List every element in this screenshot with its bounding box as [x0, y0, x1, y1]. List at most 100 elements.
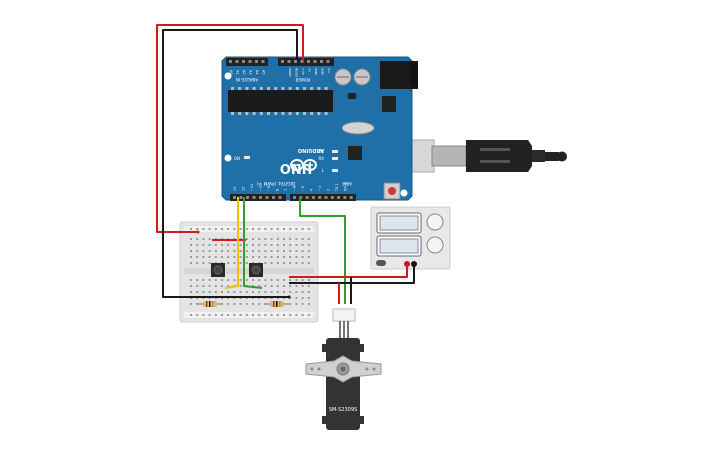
header-pin[interactable] — [324, 196, 328, 199]
header-pin[interactable] — [281, 60, 284, 63]
header-pin[interactable] — [248, 60, 252, 63]
breadboard-hole — [252, 303, 254, 305]
chip-legs — [231, 87, 328, 115]
chip-leg — [288, 112, 292, 115]
breadboard-hole — [264, 291, 267, 293]
breadboard-hole — [301, 262, 304, 264]
power-header[interactable] — [278, 58, 334, 66]
resistor-1[interactable] — [196, 301, 222, 307]
current-knob[interactable] — [426, 236, 444, 254]
header-pin[interactable] — [239, 196, 243, 199]
resistor-2[interactable] — [264, 301, 290, 307]
wire-signal-yellow[interactable] — [224, 197, 239, 289]
breadboard-hole — [239, 250, 242, 252]
header-pin[interactable] — [337, 196, 341, 199]
breadboard-hole — [307, 314, 310, 316]
servo-connector[interactable] — [332, 308, 356, 322]
header-pin[interactable] — [252, 196, 256, 199]
chip-leg — [310, 87, 314, 90]
breadboard-hole — [289, 303, 292, 305]
header-pin[interactable] — [261, 60, 265, 63]
chip-leg — [267, 87, 270, 90]
breadboard-hole — [239, 244, 242, 246]
header-pin[interactable] — [259, 196, 262, 199]
wire-psu-positive[interactable] — [289, 264, 408, 278]
chip-leg — [281, 112, 285, 115]
breadboard-hole — [301, 238, 304, 240]
breadboard-hole — [270, 244, 273, 246]
header-pin[interactable] — [272, 196, 275, 199]
chip-leg — [238, 112, 242, 115]
breadboard-hole — [190, 228, 192, 230]
digital-header-left[interactable] — [230, 194, 286, 201]
header-pin[interactable] — [326, 60, 330, 63]
breadboard-hole — [264, 244, 267, 246]
breadboard-hole — [239, 291, 242, 293]
header-pin[interactable] — [265, 196, 269, 199]
breadboard-hole — [264, 262, 267, 264]
digital-pin-label: ~9 — [267, 186, 271, 191]
breadboard-hole — [214, 285, 217, 287]
header-pin[interactable] — [294, 60, 297, 63]
breadboard-hole — [214, 314, 217, 316]
breadboard-hole — [283, 238, 285, 240]
power-supply[interactable] — [370, 206, 451, 270]
breadboard-hole — [307, 303, 310, 305]
wire-servo-signal[interactable] — [299, 197, 346, 304]
wire-5v[interactable] — [156, 24, 304, 233]
header-pin[interactable] — [313, 60, 317, 63]
breadboard-hole — [190, 238, 192, 240]
header-pin[interactable] — [293, 196, 296, 199]
wire-psu-negative[interactable] — [289, 264, 415, 284]
breadboard-hole — [202, 238, 205, 240]
breadboard-hole — [289, 297, 292, 299]
breadboard-hole — [258, 314, 261, 316]
pushbutton-1[interactable] — [211, 263, 225, 277]
breadboard-hole — [252, 256, 254, 258]
header-pin[interactable] — [229, 60, 232, 63]
top-header-pins — [229, 60, 330, 63]
breadboard-hole — [239, 314, 242, 316]
breadboard-hole — [258, 238, 261, 240]
wire-signal-green[interactable] — [243, 197, 263, 289]
voltage-knob[interactable] — [426, 213, 444, 231]
header-pin[interactable] — [278, 196, 282, 199]
header-pin[interactable] — [318, 196, 322, 199]
header-pin[interactable] — [287, 60, 291, 63]
digital-pin-label: ~11 — [250, 184, 254, 191]
digital-pin-label: ~10 — [259, 184, 263, 191]
wire-gnd[interactable] — [162, 29, 298, 298]
header-pin[interactable] — [235, 60, 239, 63]
header-pin[interactable] — [305, 196, 309, 199]
servo-motor[interactable]: SM-S2309S — [305, 308, 382, 430]
reset-button-cap[interactable] — [388, 187, 396, 195]
breadboard-hole — [208, 291, 211, 293]
breadboard-hole — [252, 244, 254, 246]
chip-leg — [324, 112, 328, 115]
header-pin[interactable] — [246, 196, 249, 199]
header-pin[interactable] — [300, 60, 304, 63]
header-pin[interactable] — [255, 60, 258, 63]
pushbutton-2[interactable] — [249, 263, 263, 277]
analog-header[interactable] — [226, 58, 268, 66]
power-pin-label: Vin — [327, 68, 331, 73]
header-pin[interactable] — [320, 60, 323, 63]
breadboard-hole — [289, 250, 292, 252]
breadboard-hole — [190, 262, 192, 264]
breadboard-hole — [214, 250, 217, 252]
breadboard-hole — [270, 228, 273, 230]
breadboard-hole — [283, 291, 285, 293]
header-pin[interactable] — [343, 196, 347, 199]
header-pin[interactable] — [349, 196, 353, 199]
header-pin[interactable] — [330, 196, 334, 199]
header-pin[interactable] — [311, 196, 315, 199]
arduino-uno-board[interactable]: TX RX L ON UNO ARDUINO POWER ANALOG IN D… — [221, 56, 418, 201]
digital-pin-label: 8 — [276, 189, 280, 191]
power-switch[interactable] — [376, 260, 386, 266]
digital-header-right[interactable] — [290, 194, 356, 201]
header-pin[interactable] — [307, 60, 310, 63]
header-pin[interactable] — [233, 196, 236, 199]
header-pin[interactable] — [242, 60, 245, 63]
chip-leg — [274, 87, 278, 90]
